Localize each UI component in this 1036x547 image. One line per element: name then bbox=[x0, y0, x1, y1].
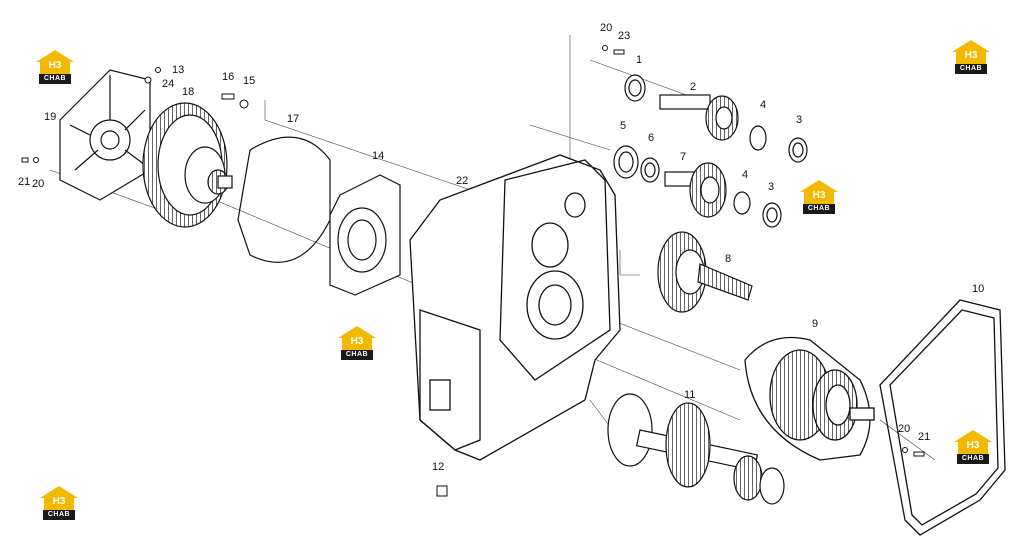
brand-logo-name: CHAB bbox=[955, 64, 987, 74]
label-20c: 20 bbox=[898, 423, 910, 435]
part-18-gear bbox=[142, 102, 233, 228]
brand-logo-mark: H3 bbox=[966, 440, 980, 451]
label-16: 16 bbox=[222, 71, 234, 83]
label-9: 9 bbox=[812, 318, 818, 330]
label-14: 14 bbox=[372, 150, 384, 162]
brand-logo: H3 CHAB bbox=[800, 180, 838, 216]
part-8-output-shaft bbox=[657, 231, 753, 313]
label-1: 1 bbox=[636, 54, 642, 66]
part-10-pan-gasket bbox=[879, 299, 1006, 536]
label-23: 23 bbox=[618, 30, 630, 42]
rings-and-bearings bbox=[733, 125, 808, 228]
brand-logo: H3 CHAB bbox=[952, 40, 990, 76]
brand-logo: H3 CHAB bbox=[40, 486, 78, 522]
brand-logo-name: CHAB bbox=[39, 74, 71, 84]
brand-logo-name: CHAB bbox=[43, 510, 75, 520]
brand-logo-name: CHAB bbox=[803, 204, 835, 214]
part-19-cover bbox=[59, 69, 151, 201]
label-3a: 3 bbox=[796, 114, 802, 126]
label-12: 12 bbox=[432, 461, 444, 473]
brand-logo: H3 CHAB bbox=[338, 326, 376, 362]
part-labels: 1 2 3 3 4 4 5 6 7 8 9 10 11 12 13 14 15 … bbox=[18, 22, 984, 473]
label-17: 17 bbox=[287, 113, 299, 125]
label-22: 22 bbox=[456, 175, 468, 187]
label-4b: 4 bbox=[742, 169, 748, 181]
brand-logo-mark: H3 bbox=[52, 496, 66, 507]
label-18: 18 bbox=[182, 86, 194, 98]
label-20b: 20 bbox=[32, 178, 44, 190]
fasteners bbox=[21, 45, 925, 497]
brand-logo: H3 CHAB bbox=[954, 430, 992, 466]
part-2-shaft-gear bbox=[659, 94, 739, 141]
part-14-cover bbox=[329, 174, 401, 296]
label-13: 13 bbox=[172, 64, 184, 76]
label-2: 2 bbox=[690, 81, 696, 93]
label-15: 15 bbox=[243, 75, 255, 87]
brand-logo-mark: H3 bbox=[350, 336, 364, 347]
part-22-housing bbox=[409, 154, 621, 461]
label-19: 19 bbox=[44, 111, 56, 123]
label-4a: 4 bbox=[760, 99, 766, 111]
label-10: 10 bbox=[972, 283, 984, 295]
label-6: 6 bbox=[648, 132, 654, 144]
label-3b: 3 bbox=[768, 181, 774, 193]
label-11: 11 bbox=[684, 389, 695, 401]
brand-logo-name: CHAB bbox=[341, 350, 373, 360]
brand-logo-mark: H3 bbox=[964, 50, 978, 61]
brand-logo-mark: H3 bbox=[812, 190, 826, 201]
part-11-lower-shaft bbox=[607, 393, 785, 505]
part-7-shaft-gear bbox=[664, 162, 727, 218]
brand-logo-name: CHAB bbox=[957, 454, 989, 464]
label-21b: 21 bbox=[918, 431, 930, 443]
label-7: 7 bbox=[680, 151, 686, 163]
part-9-clutch bbox=[744, 336, 875, 461]
bearings-upper bbox=[613, 74, 660, 183]
label-21a: 21 bbox=[18, 176, 30, 188]
label-8: 8 bbox=[725, 253, 731, 265]
label-20a: 20 bbox=[600, 22, 612, 34]
label-5: 5 bbox=[620, 120, 626, 132]
brand-logo: H3 CHAB bbox=[36, 50, 74, 86]
label-24: 24 bbox=[162, 78, 174, 90]
part-17-gasket bbox=[237, 136, 331, 263]
brand-logo-mark: H3 bbox=[48, 60, 62, 71]
